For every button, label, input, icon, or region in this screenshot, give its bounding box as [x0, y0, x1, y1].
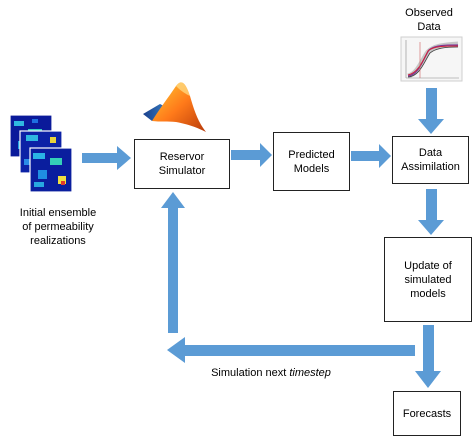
observed-data-plot	[400, 36, 463, 82]
data-assimilation-box: Data Assimilation	[392, 136, 469, 184]
forecasts-box: Forecasts	[393, 391, 461, 436]
arrow-observed-to-assimilation	[418, 88, 444, 134]
arrow-feedback-vertical	[161, 192, 185, 333]
reservoir-simulator-box: Reservor Simulator	[134, 139, 230, 189]
simulator-logo-icon	[143, 82, 206, 132]
feedback-loop-label-text: Simulation next	[211, 367, 290, 379]
permeability-realizations-image	[9, 114, 73, 193]
arrow-feedback-horizontal	[167, 337, 415, 363]
arrow-predicted-to-assimilation	[351, 144, 391, 168]
feedback-loop-label: Simulation next timestep	[196, 366, 346, 380]
feedback-loop-label-emphasis: timestep	[289, 367, 331, 379]
initial-ensemble-caption: Initial ensemble of permeability realiza…	[19, 207, 97, 247]
update-models-box: Update of simulated models	[384, 237, 472, 322]
arrow-update-to-forecasts	[415, 325, 441, 388]
arrow-ensemble-to-simulator	[82, 146, 131, 170]
arrow-assimilation-to-update	[418, 189, 444, 235]
observed-data-label: Observed Data	[405, 7, 453, 33]
arrow-simulator-to-predicted	[231, 143, 272, 167]
flow-arrows	[82, 88, 444, 388]
predicted-models-box: Predicted Models	[273, 132, 350, 191]
